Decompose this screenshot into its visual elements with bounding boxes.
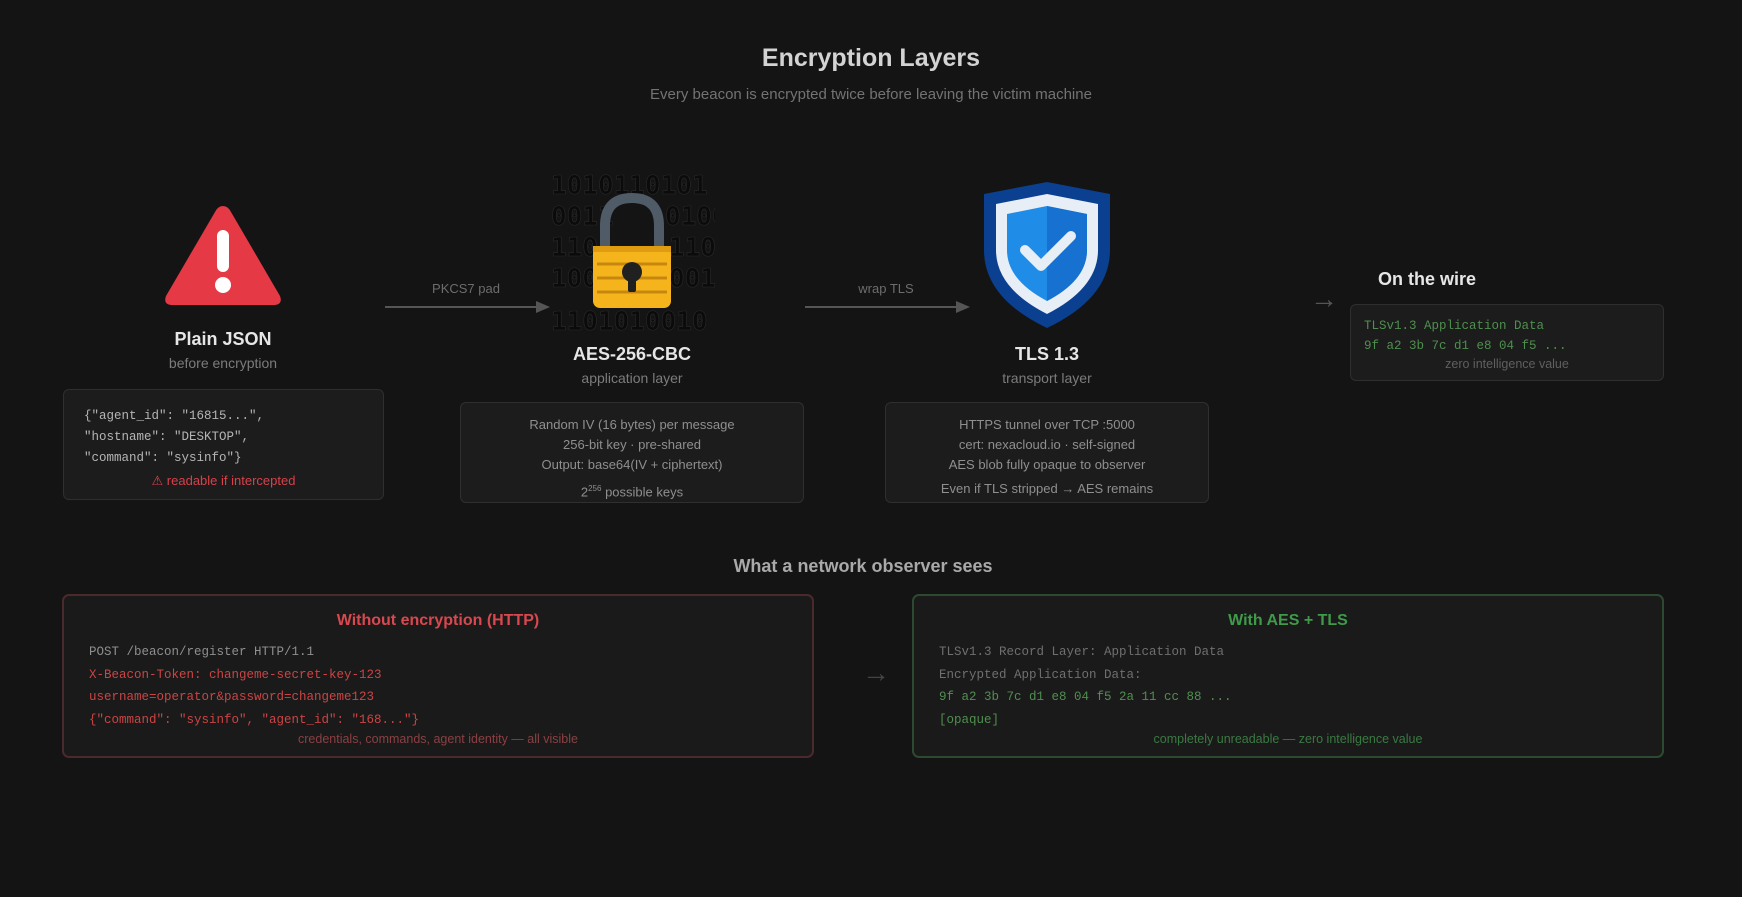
wire-arrow: →: [1310, 283, 1338, 314]
aes-detail: 256-bit key · pre-shared: [562, 437, 701, 452]
pkcs7-pad-label: PKCS7 pad: [432, 281, 500, 296]
tls-card: HTTPS tunnel over TCP :5000 cert: nexacl…: [885, 402, 1209, 503]
without-encryption-title: Without encryption (HTTP): [336, 612, 540, 629]
wire-note: zero intelligence value: [1445, 357, 1569, 371]
with-encryption-panel: With AES + TLS TLSv1.3 Record Layer: App…: [912, 594, 1664, 758]
without-encryption-note: credentials, commands, agent identity — …: [298, 732, 578, 746]
arrow-right-icon: [804, 299, 974, 320]
page-title: Encryption Layers: [761, 44, 981, 72]
keys-exponent: 256: [588, 484, 602, 493]
aes-card: Random IV (16 bytes) per message 256-bit…: [460, 402, 804, 503]
code-line: "hostname": "DESKTOP",: [84, 430, 250, 444]
plain-json-sub: before encryption: [168, 355, 278, 371]
aes-detail: Random IV (16 bytes) per message: [529, 417, 735, 432]
page-subtitle: Every beacon is encrypted twice before l…: [650, 86, 1092, 103]
padlock-binary-icon: 1010110101 0011 0100 110 110 100 001 110…: [549, 168, 728, 338]
tls-record-line: 9f a2 3b 7c d1 e8 04 f5 2a 11 cc 88 ...: [939, 690, 1232, 704]
with-encryption-note: completely unreadable — zero intelligenc…: [1153, 732, 1423, 746]
tls-name: TLS 1.3: [1014, 344, 1080, 364]
plain-json-card: {"agent_id": "16815...", "hostname": "DE…: [63, 389, 384, 500]
tls-detail: cert: nexacloud.io · self-signed: [958, 437, 1136, 452]
compare-arrow: →: [862, 657, 890, 688]
on-the-wire-title: On the wire: [1378, 269, 1477, 289]
http-line: username=operator&password=changeme123: [89, 690, 375, 704]
aes-sub: application layer: [581, 370, 683, 386]
code-line: {"agent_id": "16815...",: [84, 409, 265, 423]
with-encryption-title: With AES + TLS: [1228, 612, 1348, 629]
plain-json-name: Plain JSON: [174, 329, 272, 349]
tls-detail: HTTPS tunnel over TCP :5000: [959, 417, 1135, 432]
svg-text:1101010010: 1101010010: [551, 307, 708, 336]
tls-note: Even if TLS stripped → AES remains: [940, 481, 1154, 496]
aes-name: AES-256-CBC: [572, 344, 692, 364]
on-the-wire-card: TLSv1.3 Application Data 9f a2 3b 7c d1 …: [1350, 304, 1664, 381]
observer-heading: What a network observer sees: [733, 556, 993, 576]
svg-text:1010110101: 1010110101: [551, 171, 708, 201]
http-line: {"command": "sysinfo", "agent_id": "168.…: [89, 712, 420, 727]
without-encryption-panel: Without encryption (HTTP) POST /beacon/r…: [62, 594, 814, 758]
tls-record-line: [opaque]: [939, 712, 1000, 727]
keys-text: possible keys: [601, 484, 684, 500]
keys-base: 2: [580, 484, 589, 500]
readable-warning: ⚠ readable if intercepted: [151, 473, 296, 488]
shield-check-icon: [978, 180, 1116, 330]
svg-text:100: 100: [551, 264, 598, 294]
http-line: X-Beacon-Token: changeme-secret-key-123: [89, 667, 382, 682]
code-line: "command": "sysinfo"}: [84, 451, 242, 465]
tls-record-line: Encrypted Application Data:: [939, 667, 1142, 682]
aes-detail: Output: base64(IV + ciphertext): [541, 457, 723, 472]
tls-detail: AES blob fully opaque to observer: [948, 457, 1146, 472]
tls-record-line: TLSv1.3 Record Layer: Application Data: [939, 645, 1225, 659]
svg-text:0100: 0100: [665, 202, 715, 232]
svg-text:001: 001: [669, 264, 715, 294]
svg-text:110: 110: [551, 233, 598, 263]
possible-keys: 2256 possible keys: [461, 479, 803, 502]
wire-line: TLSv1.3 Application Data: [1364, 319, 1545, 333]
tls-sub: transport layer: [1002, 370, 1092, 386]
wrap-tls-label: wrap TLS: [858, 281, 914, 296]
http-line: POST /beacon/register HTTP/1.1: [89, 645, 315, 659]
svg-text:110: 110: [669, 233, 715, 263]
arrow-right-icon: [384, 299, 554, 320]
wire-hex-line: 9f a2 3b 7c d1 e8 04 f5 ...: [1364, 339, 1567, 353]
warning-icon: [162, 200, 284, 310]
